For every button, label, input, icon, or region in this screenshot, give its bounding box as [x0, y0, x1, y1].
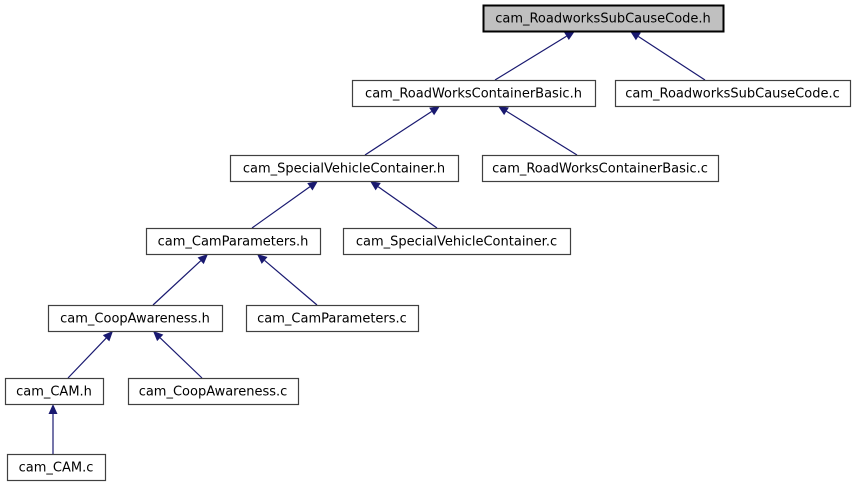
- graph-node-box: [245, 304, 420, 333]
- graph-node-label: cam_CamParameters.h: [158, 235, 309, 250]
- arrowhead-icon: [429, 106, 440, 116]
- edge-coop_c-to-coop_h: [159, 337, 203, 379]
- graph-node-roadworks_basic_h[interactable]: cam_RoadWorksContainerBasic.h: [351, 79, 597, 108]
- edge-special_c-to-special_h: [377, 186, 438, 229]
- arrowhead-icon: [370, 181, 381, 191]
- arrowhead-icon: [153, 331, 164, 342]
- edge-special_h-to-roadworks_basic_h: [364, 110, 432, 156]
- graph-node-label: cam_RoadWorksContainerBasic.c: [492, 162, 708, 177]
- graph-node-box: [47, 304, 224, 333]
- graph-node-label: cam_CamParameters.c: [257, 312, 407, 327]
- graph-node-box: [127, 377, 300, 406]
- edge-camparams_c-to-camparams_h: [264, 260, 318, 306]
- edge-roadworks_basic_h-to-roadworks_sub_h: [494, 35, 567, 81]
- arrowhead-icon: [102, 331, 113, 342]
- graph-node-special_c[interactable]: cam_SpecialVehicleContainer.c: [342, 227, 572, 256]
- graph-node-box: [229, 154, 460, 183]
- graph-node-box: [6, 453, 107, 482]
- arrowhead-icon: [498, 106, 509, 116]
- graph-node-coop_h[interactable]: cam_CoopAwareness.h: [47, 304, 224, 333]
- graph-node-label: cam_RoadWorksContainerBasic.h: [365, 87, 582, 102]
- graph-node-box: [342, 227, 572, 256]
- graph-node-box: [4, 377, 105, 406]
- graph-node-box: [351, 79, 597, 108]
- arrowhead-icon: [630, 31, 641, 41]
- graph-node-camparams_h[interactable]: cam_CamParameters.h: [145, 227, 322, 256]
- graph-node-label: cam_CAM.h: [16, 385, 92, 400]
- graph-node-roadworks_sub_c[interactable]: cam_RoadworksSubCauseCode.c: [614, 79, 852, 108]
- edge-cam_h-to-coop_h: [67, 337, 107, 379]
- graph-node-cam_h[interactable]: cam_CAM.h: [4, 377, 105, 406]
- graph-node-box: [614, 79, 852, 108]
- graph-node-box: [145, 227, 322, 256]
- graph-node-label: cam_CoopAwareness.h: [60, 312, 210, 327]
- graph-node-camparams_c[interactable]: cam_CamParameters.c: [245, 304, 420, 333]
- graph-node-box: [482, 4, 725, 33]
- graph-node-label: cam_RoadworksSubCauseCode.h: [495, 12, 711, 27]
- edge-camparams_h-to-special_h: [251, 186, 311, 229]
- arrowhead-icon: [48, 404, 58, 414]
- graph-node-box: [481, 154, 720, 183]
- graph-node-label: cam_CoopAwareness.c: [139, 385, 288, 400]
- graph-node-roadworks_basic_c[interactable]: cam_RoadWorksContainerBasic.c: [481, 154, 720, 183]
- edge-roadworks_basic_c-to-roadworks_basic_h: [506, 110, 578, 156]
- graph-node-roadworks_sub_h[interactable]: cam_RoadworksSubCauseCode.h: [482, 4, 725, 33]
- graph-node-coop_c[interactable]: cam_CoopAwareness.c: [127, 377, 300, 406]
- graph-node-label: cam_RoadworksSubCauseCode.c: [625, 87, 840, 102]
- arrowhead-icon: [197, 254, 208, 265]
- arrowhead-icon: [564, 31, 575, 41]
- edge-roadworks_sub_c-to-roadworks_sub_h: [638, 35, 706, 81]
- graph-node-label: cam_CAM.c: [19, 461, 94, 476]
- graph-node-cam_c[interactable]: cam_CAM.c: [6, 453, 107, 482]
- edge-coop_h-to-camparams_h: [152, 260, 202, 306]
- arrowhead-icon: [257, 254, 268, 264]
- arrowhead-icon: [307, 181, 318, 191]
- graph-node-label: cam_SpecialVehicleContainer.h: [243, 162, 445, 177]
- graph-node-special_h[interactable]: cam_SpecialVehicleContainer.h: [229, 154, 460, 183]
- graph-node-label: cam_SpecialVehicleContainer.c: [356, 235, 557, 250]
